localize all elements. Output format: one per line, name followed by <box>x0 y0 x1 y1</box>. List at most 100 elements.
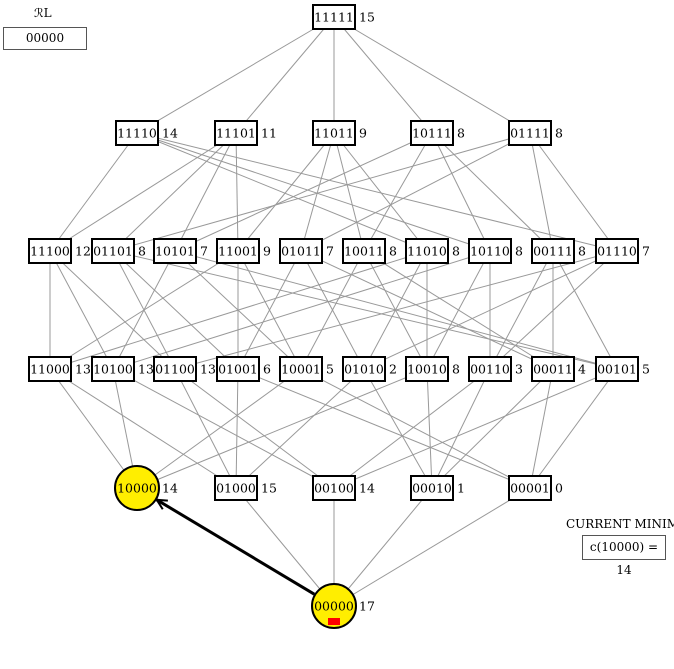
node-box <box>342 356 386 382</box>
node-box <box>312 120 356 146</box>
node-label: 01101 <box>93 244 133 259</box>
node-cost: 8 <box>452 244 460 259</box>
node-cost: 8 <box>515 244 523 259</box>
edge-00001-00101 <box>529 368 618 489</box>
node-label: 01100 <box>155 362 195 377</box>
node-box <box>28 356 72 382</box>
current-marker <box>328 618 340 625</box>
node-box <box>468 356 512 382</box>
edge-00001-00011 <box>529 368 554 489</box>
edge-10101-11101 <box>174 132 237 252</box>
node-box <box>531 238 575 264</box>
edge-00010-00110 <box>431 368 491 489</box>
node-cost: 13 <box>138 362 154 377</box>
node-cost: 7 <box>326 244 334 259</box>
node-11101: 11101 11 <box>214 120 277 146</box>
node-box <box>115 120 159 146</box>
node-label: 11010 <box>407 244 447 259</box>
edge-10101-10111 <box>174 132 433 252</box>
node-label: 10000 <box>117 481 157 496</box>
node-cost: 3 <box>515 362 523 377</box>
node-label: 00001 <box>510 481 550 496</box>
edge-00100-00101 <box>333 368 618 489</box>
node-label: 00100 <box>314 481 354 496</box>
edge-00100-00110 <box>333 368 491 489</box>
node-cost: 0 <box>555 481 563 496</box>
node-box <box>508 475 552 501</box>
node-label: 01111 <box>510 126 550 141</box>
transition-arrow <box>157 498 316 596</box>
edge-10100-10110 <box>112 250 491 370</box>
node-box <box>405 238 449 264</box>
node-label: 11011 <box>314 126 354 141</box>
node-box <box>405 356 449 382</box>
edge-00011-10011 <box>363 250 554 370</box>
node-box <box>342 238 386 264</box>
node-box <box>279 356 323 382</box>
right-panel-value: c(10000) = 14 <box>582 535 666 577</box>
edge-01001-01101 <box>112 250 239 370</box>
node-label: 10010 <box>407 362 447 377</box>
edge-01011-11011 <box>300 132 335 252</box>
edge-01100-01101 <box>112 250 176 370</box>
node-00001: 00001 0 <box>508 475 563 501</box>
node-cost: 11 <box>261 126 277 141</box>
node-11011: 11011 9 <box>312 120 367 146</box>
node-label: 01010 <box>344 362 384 377</box>
node-label: 01000 <box>216 481 256 496</box>
node-cost: 12 <box>75 244 91 259</box>
edge-11110-11111 <box>136 16 335 134</box>
left-panel-value: 00000 <box>3 27 87 50</box>
edge-01000-01001 <box>235 368 239 489</box>
node-box <box>91 238 135 264</box>
edge-10000-11000 <box>49 368 138 489</box>
edge-10110-11110 <box>136 132 491 252</box>
edge-01010-01011 <box>300 250 365 370</box>
edge-00100-10100 <box>112 368 335 489</box>
edge-10011-10111 <box>363 132 433 252</box>
arrow-layer <box>157 498 316 596</box>
node-box <box>216 356 260 382</box>
edge-00111-10111 <box>431 132 554 252</box>
right-panel-title: CURRENT MINIMUM <box>566 517 674 531</box>
node-box <box>312 4 356 30</box>
node-cost: 9 <box>263 244 271 259</box>
node-label: 11101 <box>216 126 256 141</box>
node-label: 01110 <box>597 244 637 259</box>
node-label: 00101 <box>597 362 637 377</box>
node-box <box>153 238 197 264</box>
edge-10111-11111 <box>333 16 433 134</box>
node-circle <box>114 465 160 511</box>
edge-11010-11110 <box>136 132 428 252</box>
edge-00010-10010 <box>426 368 433 489</box>
edge-00000-01000 <box>235 487 335 607</box>
node-circle <box>311 583 357 629</box>
node-01011: 01011 7 <box>279 238 334 264</box>
node-cost: 5 <box>326 362 334 377</box>
edge-00011-01011 <box>300 250 554 370</box>
node-cost: 8 <box>452 362 460 377</box>
edge-01001-01011 <box>237 250 302 370</box>
node-label: 01011 <box>281 244 321 259</box>
edge-01011-01111 <box>300 132 531 252</box>
edge-00001-10001 <box>300 368 531 489</box>
edge-00101-00111 <box>552 250 618 370</box>
node-cost: 9 <box>359 126 367 141</box>
edge-10000-10001 <box>136 368 302 489</box>
node-cost: 15 <box>359 10 375 25</box>
